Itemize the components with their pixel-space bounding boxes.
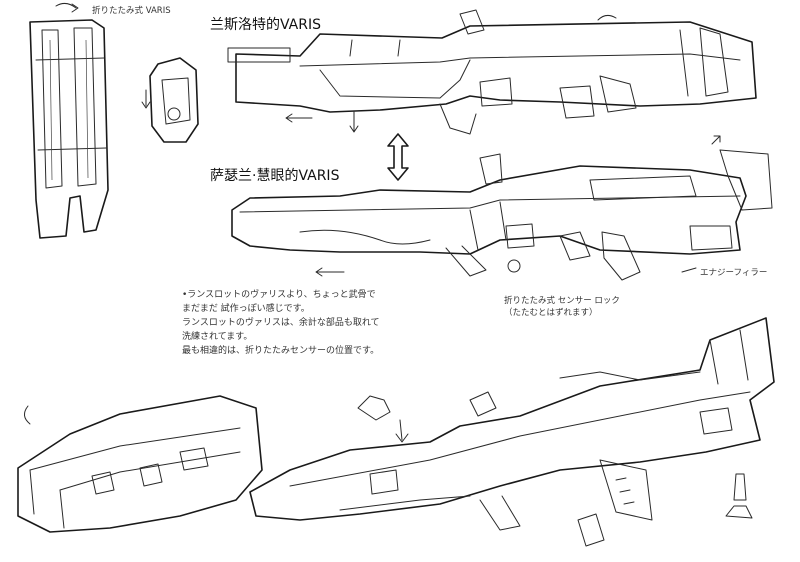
memo-line: 最も相違的は、折りたたみセンサーの位置です。 xyxy=(182,346,380,356)
detail-sketches xyxy=(357,395,753,519)
lancelot-varis-sketch xyxy=(227,9,757,135)
hinge-note-line: 折りたたみ式 センサー ロック xyxy=(504,296,620,306)
sutherland-eye-varis-title: 萨瑟兰·慧眼的VARIS xyxy=(210,168,340,184)
energy-filler-note: エナジーフィラー xyxy=(700,268,768,278)
sutherland-eye-varis-sketch xyxy=(231,135,773,281)
folded-varis-sketch xyxy=(29,2,109,239)
folded-perspective-sketch xyxy=(17,395,263,533)
memo-line: •ランスロットのヴァリスより、ちょっと武骨で xyxy=(182,290,376,300)
memo-line: ランスロットのヴァリスは、余計な部品も取れて xyxy=(182,318,380,328)
front-view-sketch xyxy=(141,57,199,143)
memo-line: まだまだ 試作っぽい感じです。 xyxy=(182,304,310,314)
hinge-note-line: （たたむとはずれます） xyxy=(504,308,598,318)
design-memo: •ランスロットのヴァリスより、ちょっと武骨で まだまだ 試作っぽい感じです。 ラ… xyxy=(182,288,380,358)
hinge-note: 折りたたみ式 センサー ロック （たたむとはずれます） xyxy=(504,294,620,318)
double-arrow xyxy=(387,133,409,181)
large-perspective-sketch xyxy=(249,317,775,547)
corner-note: 折りたたみ式 VARIS xyxy=(92,6,171,16)
memo-line: 洗練されてます。 xyxy=(182,332,253,342)
lancelot-varis-title: 兰斯洛特的VARIS xyxy=(210,17,322,33)
